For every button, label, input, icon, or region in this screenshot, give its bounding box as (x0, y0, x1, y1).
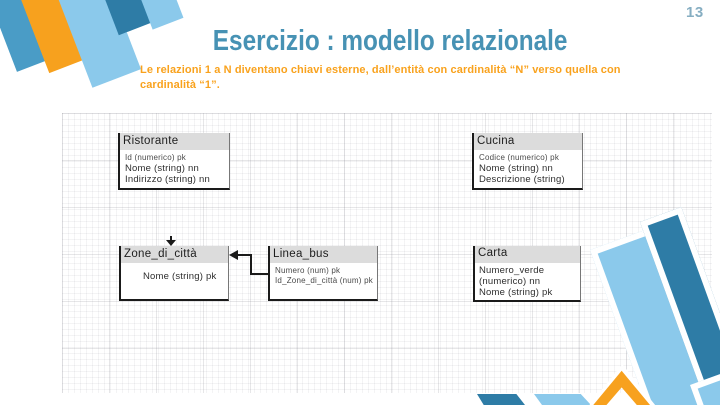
table-header: Linea_bus (270, 246, 377, 263)
er-table-linea-bus: Linea_bus Numero (num) pk Id_Zone_di_cit… (268, 246, 378, 301)
table-header: Carta (475, 246, 580, 263)
er-table-cucina: Cucina Codice (numerico) pk Nome (string… (472, 133, 583, 190)
table-field: Codice (numerico) pk (479, 153, 560, 162)
decor-trapezoid-dark-blue (477, 394, 525, 405)
table-field: Nome (string) nn (125, 162, 199, 174)
subtitle: Le relazioni 1 a N diventano chiavi este… (140, 64, 621, 91)
relation-line-segment (238, 254, 251, 256)
table-body: Id (numerico) pk Nome (string) nn Indiri… (120, 150, 229, 185)
table-body: Nome (string) pk (121, 263, 228, 282)
table-field: Numero (num) pk (275, 266, 341, 275)
relation-line-segment (250, 273, 268, 275)
arrowhead-down-icon (166, 240, 176, 246)
decor-trapezoid-light-blue (534, 394, 591, 405)
table-body: Codice (numerico) pk Nome (string) nn De… (474, 150, 582, 185)
table-field: Id_Zone_di_città (num) pk fk (275, 275, 375, 285)
er-table-ristorante: Ristorante Id (numerico) pk Nome (string… (118, 133, 230, 190)
table-field: Numero_verde (numerico) nn (479, 265, 545, 287)
table-body: Numero (num) pk Id_Zone_di_città (num) p… (270, 263, 377, 285)
title-wrap: Esercizio : modello relazionale (110, 25, 670, 58)
table-header: Zone_di_città (121, 246, 228, 263)
relation-line-segment (170, 236, 172, 241)
table-field: Indirizzo (string) nn (125, 173, 210, 185)
table-header: Ristorante (120, 133, 229, 150)
relation-line-segment (250, 254, 252, 275)
er-table-carta: Carta Numero_verde (numerico) nn Nome (s… (473, 246, 581, 302)
table-field: Nome (string) pk (143, 271, 217, 282)
page-number: 13 (686, 4, 704, 21)
table-field: Id (numerico) pk (125, 153, 186, 162)
table-field: Nome (string) nn (479, 162, 553, 174)
er-table-zone-di-citta: Zone_di_città Nome (string) pk (119, 246, 229, 301)
table-field: Nome (string) pk (479, 287, 553, 298)
table-header: Cucina (474, 133, 582, 150)
arrowhead-left-icon (229, 250, 238, 260)
table-field: Descrizione (string) (479, 173, 565, 185)
page-title: Esercizio : modello relazionale (212, 25, 568, 57)
